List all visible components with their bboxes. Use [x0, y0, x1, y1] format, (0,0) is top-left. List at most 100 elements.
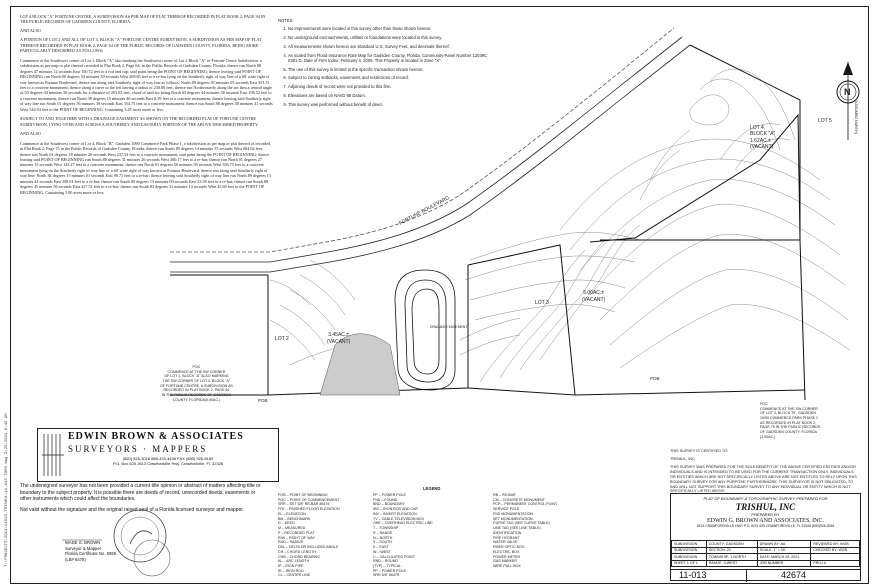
lot5-label: LOT 5 [818, 118, 832, 124]
legend-item: FIRE HYDRANT [493, 535, 520, 540]
disclaimer: The undersigned surveyor has not been pr… [20, 483, 265, 517]
legend-item: CURVE TAG (SEE CURVE TABLE) [493, 521, 550, 526]
firm-phone: (850) 926-3016 888-433-4436 FAX (850) 92… [122, 456, 214, 461]
firm-name: EDWIN BROWN & ASSOCIATES [68, 431, 244, 442]
north-label: N [844, 87, 851, 97]
legend-item: OHE – OVERHEAD ELECTRIC LINE [373, 521, 433, 526]
legend-item: ELECTRIC BOX [493, 549, 520, 554]
lot4-label: LOT 4, BLOCK "A" 1.62AC.± (VACANT) [750, 125, 775, 150]
legend-item: INV – INVERT ELEVATION [373, 511, 417, 516]
title-block: PLAT OF BOUNDARY & TOPOGRAPHIC SURVEY PR… [670, 493, 861, 582]
table-row: SUBDIVISION SECTION: 20 SCALE: 1" = 50' … [671, 546, 860, 554]
legend-item: PCP – PERMANENT CONTROL POINT [493, 502, 558, 507]
parcel-b-status: (VACANT) [582, 296, 606, 303]
poc-left-line: THE SW CORNER OF LOT 2, BLOCK "A" [162, 379, 231, 384]
legend: LEGEND POB – POINT OF BEGINNING POC – PO… [278, 486, 666, 580]
lot3-label: LOT 3 [535, 300, 549, 306]
lot4-line-1: LOT 4, [750, 125, 766, 131]
poc-right-line: AS RECORDED IN PLAT BOOK 2, [760, 420, 816, 425]
firm-address: P.O. Box 625 2613 Crawfordville Hwy. Cra… [112, 461, 224, 467]
legal-paragraph: Commence at the Southwest corner of Lot … [20, 57, 273, 112]
surveyor-title: Surveyor & Mapper [65, 545, 102, 551]
fortune-boulevard [170, 27, 691, 273]
legend-column-2: PP – POWER POLE FND – FOUND BND – BOUNDA… [373, 493, 433, 578]
legend-item: FIBER OPTIC BOX [493, 545, 525, 550]
legend-item: POB – POINT OF BEGINNING [278, 493, 328, 497]
legend-item: IRC – IRON ROD AND CAP [373, 507, 418, 512]
legend-item: M – MEASURED [278, 526, 306, 531]
poc-left-line: RECORDED IN PLAT BOOK 2, PAGE 64 [163, 388, 230, 393]
legend-item: GAS MARKER [493, 559, 517, 564]
disclaimer-seal-note: Not valid without the signature and the … [20, 506, 245, 513]
legend-item: RB – RE-BAR [493, 493, 516, 497]
parcel-b-acreage: 5.00AC.± [583, 290, 605, 296]
poc-right-line: (3.00AC.) [760, 434, 776, 439]
pob-left-label: POB [258, 398, 268, 403]
poc-right-line: 10/90 COMMERCE PARK PHASE 1 [760, 416, 819, 421]
table-cell: COUNTY: GADSDEN [705, 540, 758, 548]
sheet-border [10, 6, 869, 584]
legend-item: SRR 5/8" #6475 [373, 573, 399, 578]
survey-notes: NOTES: No improvements were located in t… [278, 18, 488, 110]
note-item: Elevations are based on NAVD 88 Datum. [288, 93, 488, 98]
note-item: As scaled from Flood Insurance Rate Map … [288, 53, 488, 64]
legend-item: E – EAST [373, 545, 389, 550]
table-cell: REVIEWED BY: WGB [810, 540, 860, 548]
parcel-a-label: 3.45AC.± (VACANT) [327, 332, 350, 345]
legend-item: P – RECORDED PLAT [278, 530, 315, 535]
legal-description: LOT 4 BLOCK "A" FORTUNE CENTRE, A SUBDIV… [20, 14, 274, 199]
table-cell: PROJ # [810, 559, 860, 567]
firm-contact: (850) 926-3016 888-433-4436 FAX (850) 92… [93, 456, 243, 467]
drawing-number: 42674 [781, 570, 807, 580]
legend-item: R/W – RIGHT OF WAY [278, 535, 315, 540]
poc-right-note: POC COMMENCE AT THE SW CORNER OF LOT 4, … [760, 402, 820, 439]
road-label: FORTUNE BOULEVARD [398, 195, 451, 227]
legend-item: C – CALCULATED POINT [373, 554, 416, 559]
legend-item: EL – ELEVATION [278, 511, 306, 516]
legend-item: CH – CHORD LENGTH [278, 549, 316, 554]
client-name: TRISHUL, INC [735, 502, 796, 512]
legend-item: D – DEED [278, 521, 295, 526]
legal-title: LOT 4 BLOCK "A" FORTUNE CENTRE, A SUBDIV… [20, 14, 266, 25]
legend-item: PP – POWER POLE [373, 568, 406, 573]
surveyor-license: (LB# 6475) [65, 557, 86, 563]
note-item: This survey was performed without benefi… [288, 102, 488, 107]
firm-logo-icon [42, 434, 64, 476]
footer-divider [746, 570, 747, 582]
lot2-label: LOT 2 [275, 336, 289, 342]
note-item: Subject to zoning setbacks, easements an… [288, 75, 488, 80]
table-cell: JOB NUMBER [756, 559, 812, 567]
table-cell [810, 553, 860, 561]
wooded-area [319, 333, 401, 396]
legal-and-also: AND ALSO [20, 27, 41, 33]
parcel-boundaries [170, 44, 806, 401]
surveyor-name: WADE G. BROWN [65, 540, 101, 545]
legend-item: LINE TAG (SEE LINE TABLE) [493, 526, 541, 531]
notes-heading: NOTES: [278, 18, 294, 23]
legend-item: WIRE PULL BOX [493, 564, 521, 569]
table-row: SHEET 1 OF 1 RANGE: 3-WEST JOB NUMBER PR… [671, 559, 860, 567]
note-item: No improvements were located in this sur… [288, 26, 488, 31]
legend-item: SET MONUMENTATION [493, 516, 533, 521]
poc-left-line: IN THE PUBLIC RECORDS OF GADSDEN [161, 393, 232, 398]
legend-title: LEGEND [423, 486, 441, 491]
pob-right-label: POB [650, 376, 660, 381]
firm-banner: EDWIN BROWN & ASSOCIATES SURVEYORS · MAP… [37, 428, 279, 482]
legend-item: FND MONUMENTATION [493, 511, 533, 516]
legend-item: DEL – DELTA OR INCLUDED ANGLE [278, 545, 339, 550]
legal-paragraph: Commence at the Southwest corner of Lot … [20, 140, 271, 195]
surveyor-block: WADE G. BROWN Surveyor & Mapper Florida … [65, 540, 116, 563]
lot4-line-4: (VACANT) [750, 143, 774, 150]
poc-left-line: OF FORTUNE CENTRE, A SUBDIVISION AS [160, 383, 233, 388]
legal-and-also: AND ALSO [20, 131, 41, 137]
poc-left-line: POC [192, 365, 201, 369]
certification-statement: THIS SURVEY WAS PREPARED FOR THE SOLE BE… [670, 464, 857, 494]
legend-item: PP – POWER POLE [373, 493, 406, 497]
legend-column-1: POB – POINT OF BEGINNING POC – POINT OF … [278, 493, 340, 578]
parcel-a-status: (VACANT) [327, 338, 351, 345]
table-row: SUBDIVISION COUNTY: GADSDEN DRAWN BY: AA… [671, 540, 860, 548]
legend-item: CL – CENTER LINE [278, 573, 311, 578]
lot4-line-3: 1.62AC.± [750, 137, 771, 144]
drainage-label: DRAINAGE EASEMENT [430, 325, 468, 329]
table-row: SUBDIVISION TOWNSHIP: 1-NORTH DATE: MARC… [671, 553, 860, 561]
